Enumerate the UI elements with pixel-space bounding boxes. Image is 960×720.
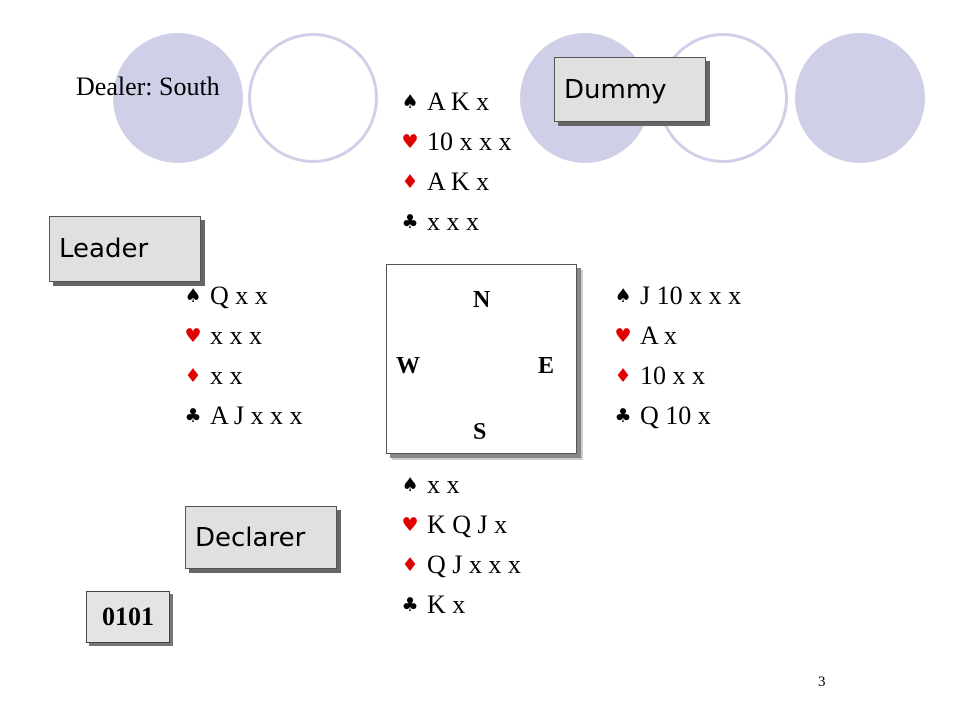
east-diamonds: ♦10 x x <box>610 356 741 396</box>
south-diamonds: ♦Q J x x x <box>397 545 520 585</box>
compass-box: N W E S <box>386 264 577 454</box>
heart-icon: ♥ <box>184 325 202 347</box>
heart-icon: ♥ <box>401 131 419 153</box>
diamond-icon: ♦ <box>184 365 202 387</box>
west-diamonds: ♦x x <box>180 356 302 396</box>
west-spades: ♠Q x x <box>180 276 302 316</box>
west-clubs: ♣A J x x x <box>180 396 302 436</box>
club-icon: ♣ <box>184 405 202 427</box>
south-spades: ♠x x <box>397 465 521 505</box>
west-hand: ♠Q x x ♥x x x ♦x x ♣A J x x x <box>180 276 302 436</box>
leader-label: Leader <box>49 216 201 282</box>
heart-icon: ♥ <box>614 325 632 347</box>
dummy-label: Dummy <box>554 57 706 122</box>
decor-circle <box>248 33 378 163</box>
east-clubs: ♣Q 10 x <box>610 396 741 436</box>
north-hearts: ♥10 x x x <box>397 122 511 162</box>
compass-south: S <box>473 419 487 445</box>
compass-west: W <box>396 353 420 379</box>
compass-east: E <box>538 353 555 379</box>
east-spades: ♠J 10 x x x <box>610 276 741 316</box>
club-icon: ♣ <box>401 211 419 233</box>
west-hearts: ♥x x x <box>180 316 302 356</box>
spade-icon: ♠ <box>614 285 632 307</box>
north-diamonds: ♦A K x <box>397 162 512 202</box>
decor-circle <box>795 33 925 163</box>
spade-icon: ♠ <box>401 474 419 496</box>
south-clubs: ♣K x <box>397 585 521 625</box>
club-icon: ♣ <box>401 594 419 616</box>
south-hearts: ♥K Q J x <box>397 505 521 545</box>
deal-number-badge: 0101 <box>86 591 170 643</box>
decor-circle <box>113 33 243 163</box>
north-hand: ♠A K x ♥10 x x x ♦A K x ♣x x x <box>397 82 512 242</box>
diamond-icon: ♦ <box>401 171 419 193</box>
compass-north: N <box>473 287 491 313</box>
diamond-icon: ♦ <box>401 554 419 576</box>
diamond-icon: ♦ <box>614 365 632 387</box>
declarer-label: Declarer <box>185 506 337 569</box>
north-spades: ♠A K x <box>397 82 512 122</box>
north-clubs: ♣x x x <box>397 202 512 242</box>
east-hearts: ♥A x <box>610 316 741 356</box>
heart-icon: ♥ <box>401 514 419 536</box>
spade-icon: ♠ <box>401 91 419 113</box>
club-icon: ♣ <box>614 405 632 427</box>
south-hand: ♠x x ♥K Q J x ♦Q J x x x ♣K x <box>397 465 521 625</box>
page-number: 3 <box>818 674 826 690</box>
dealer-label: Dealer: South <box>76 72 220 101</box>
spade-icon: ♠ <box>184 285 202 307</box>
east-hand: ♠J 10 x x x ♥A x ♦10 x x ♣Q 10 x <box>610 276 741 436</box>
